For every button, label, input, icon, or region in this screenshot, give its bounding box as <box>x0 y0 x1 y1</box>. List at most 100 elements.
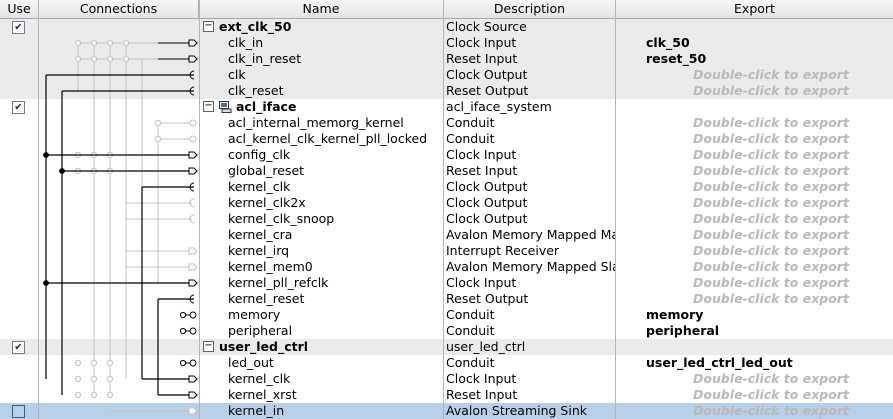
port-in-icon[interactable] <box>188 151 198 159</box>
port-out-icon[interactable] <box>189 182 195 192</box>
export-cell[interactable]: Double-click to export <box>646 131 893 147</box>
connection-dot[interactable] <box>74 55 82 63</box>
minus-box-icon[interactable]: − <box>203 340 214 352</box>
minus-box-icon[interactable]: − <box>203 100 214 112</box>
export-cell[interactable]: Double-click to export <box>646 147 893 163</box>
connection-dot[interactable] <box>74 391 82 399</box>
export-cell[interactable]: clk_50 <box>646 35 893 51</box>
connection-dot[interactable] <box>154 135 162 143</box>
port-conduit-icon[interactable] <box>189 119 197 127</box>
port-out-icon[interactable] <box>189 70 195 80</box>
connection-dot[interactable] <box>106 55 114 63</box>
empty-checkbox[interactable] <box>12 405 25 418</box>
column-header-description[interactable]: Description <box>444 0 616 18</box>
export-cell[interactable]: Double-click to export <box>646 403 893 419</box>
column-header-name[interactable]: Name <box>199 0 444 18</box>
port-in-icon[interactable] <box>188 375 198 383</box>
export-cell[interactable]: Double-click to export <box>646 211 893 227</box>
connection-dot[interactable] <box>106 359 114 367</box>
port-conduit-icon[interactable] <box>189 135 197 143</box>
port-in-icon[interactable] <box>188 407 198 415</box>
port-in-icon[interactable] <box>188 247 198 255</box>
export-cell[interactable]: Double-click to export <box>646 195 893 211</box>
column-header-connections[interactable]: Connections <box>39 0 199 18</box>
connection-dot[interactable] <box>179 359 187 367</box>
export-cell[interactable]: user_led_ctrl_led_out <box>646 355 893 371</box>
export-cell[interactable]: Double-click to export <box>646 387 893 403</box>
port-conduit-icon[interactable] <box>189 327 197 335</box>
connection-dot[interactable] <box>90 359 98 367</box>
use-checkbox[interactable]: ✔ <box>12 21 25 34</box>
connection-dot[interactable] <box>106 391 114 399</box>
port-out-icon[interactable] <box>189 198 195 208</box>
port-in-icon[interactable] <box>188 167 198 175</box>
port-in-icon[interactable] <box>188 279 198 287</box>
use-checkbox[interactable]: ✔ <box>12 101 25 114</box>
minus-box-icon[interactable]: − <box>203 20 214 32</box>
export-cell[interactable]: Double-click to export <box>646 243 893 259</box>
connection-dot[interactable] <box>90 39 98 47</box>
connection-dot[interactable] <box>74 359 82 367</box>
export-cell[interactable]: Double-click to export <box>646 227 893 243</box>
connection-dot[interactable] <box>90 391 98 399</box>
port-out-icon[interactable] <box>189 86 195 96</box>
connection-dot[interactable] <box>43 280 49 286</box>
export-cell[interactable]: peripheral <box>646 323 893 339</box>
export-cell[interactable]: Double-click to export <box>646 163 893 179</box>
connection-dot[interactable] <box>154 119 162 127</box>
export-cell[interactable]: Double-click to export <box>646 371 893 387</box>
export-cell[interactable]: Double-click to export <box>646 179 893 195</box>
connection-dot[interactable] <box>179 327 187 335</box>
export-cell[interactable] <box>646 99 893 115</box>
connection-dot[interactable] <box>59 168 65 174</box>
port-out-icon[interactable] <box>189 214 195 224</box>
connection-dot[interactable] <box>106 39 114 47</box>
connection-dot[interactable] <box>122 39 130 47</box>
connections-diagram[interactable] <box>39 19 199 419</box>
export-cell[interactable]: reset_50 <box>646 51 893 67</box>
port-conduit-icon[interactable] <box>189 311 197 319</box>
export-cell[interactable]: memory <box>646 307 893 323</box>
connection-dot[interactable] <box>74 375 82 383</box>
column-header-use[interactable]: Use <box>0 0 39 18</box>
connection-dot[interactable] <box>179 311 187 319</box>
port-in-icon[interactable] <box>188 39 198 47</box>
port-in-icon[interactable] <box>188 263 198 271</box>
use-checkbox[interactable]: ✔ <box>12 341 25 354</box>
export-cell[interactable]: Double-click to export <box>646 291 893 307</box>
column-header-export[interactable]: Export <box>734 1 775 16</box>
export-cell[interactable]: Double-click to export <box>646 275 893 291</box>
export-cell[interactable] <box>646 339 893 355</box>
connection-dot[interactable] <box>106 375 114 383</box>
connection-dot[interactable] <box>90 375 98 383</box>
connection-dot[interactable] <box>122 55 130 63</box>
port-in-icon[interactable] <box>188 55 198 63</box>
connection-dot[interactable] <box>74 39 82 47</box>
port-out-icon[interactable] <box>189 294 195 304</box>
port-conduit-icon[interactable] <box>189 359 197 367</box>
connection-dot[interactable] <box>43 152 49 158</box>
export-cell[interactable]: Double-click to export <box>646 67 893 83</box>
